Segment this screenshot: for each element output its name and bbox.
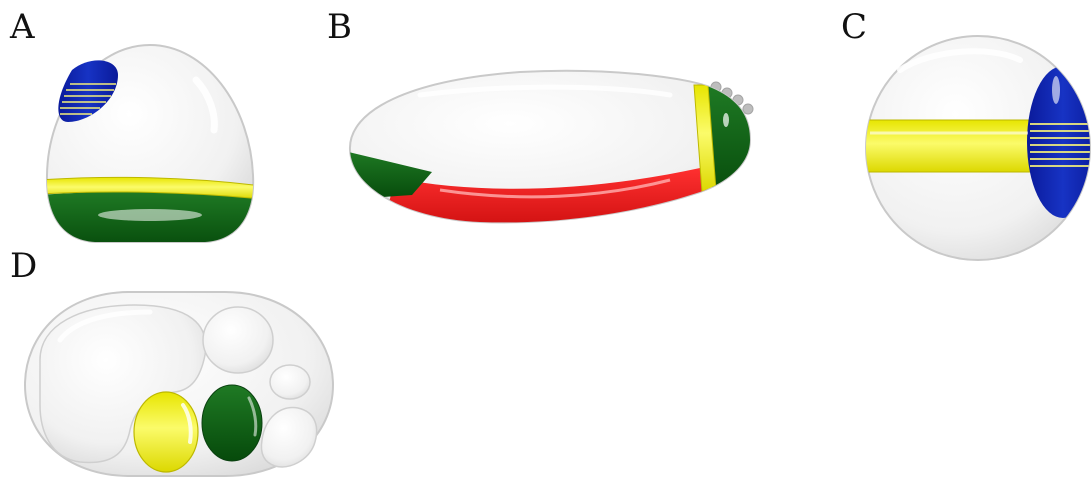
panel-label-a: A <box>9 7 35 47</box>
embryo-a <box>40 45 262 250</box>
embryo-b <box>340 71 760 240</box>
embryo-b-green-shine <box>723 113 729 127</box>
embryo-d-yellow-cell <box>134 392 198 472</box>
embryo-a-green-highlight <box>98 209 202 221</box>
embryo-d-small-cell-1 <box>270 365 310 399</box>
embryo-c <box>862 36 1091 260</box>
embryo-c-yellow-band <box>862 120 1032 172</box>
embryo-c-blue-stripes <box>1030 124 1091 166</box>
panel-label-c: C <box>841 7 867 47</box>
panel-label-b: B <box>327 7 352 47</box>
embryo-d-green-cell <box>202 385 262 461</box>
embryo-d <box>25 292 333 476</box>
panel-label-d: D <box>10 246 37 286</box>
embryo-c-blue-shine <box>1052 76 1060 104</box>
embryo-d-upper-cell <box>203 307 273 373</box>
